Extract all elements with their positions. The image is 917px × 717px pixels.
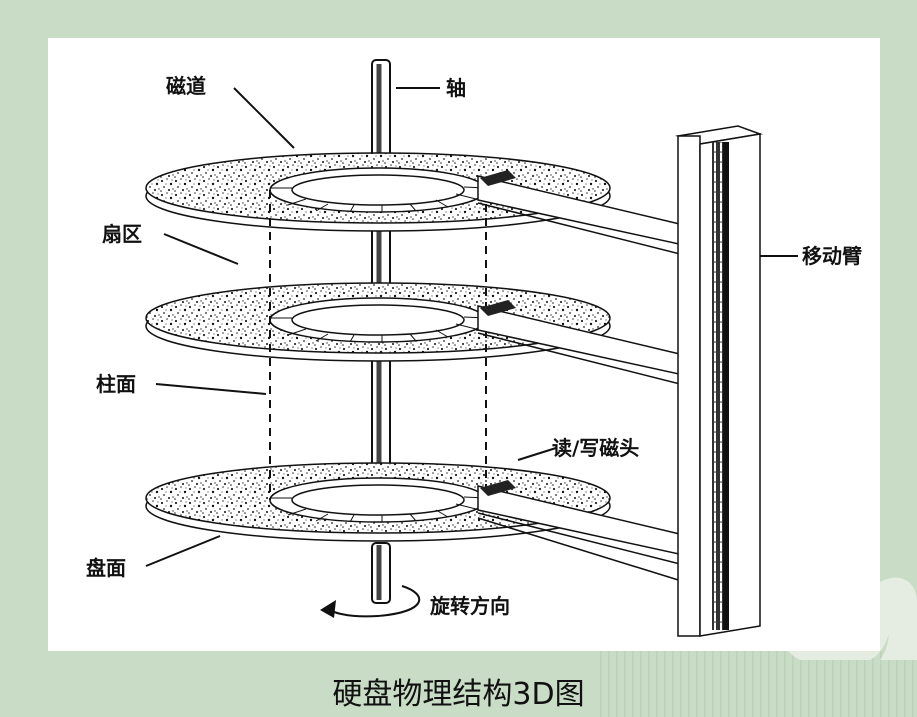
hard-disk-diagram bbox=[145, 59, 798, 637]
sector-marks bbox=[270, 496, 487, 523]
bg-stripes bbox=[600, 651, 917, 717]
head-arms bbox=[477, 175, 689, 584]
label-sector: 扇区 bbox=[102, 222, 142, 246]
head-bottom bbox=[480, 480, 516, 496]
label-platter: 盘面 bbox=[86, 556, 126, 580]
label-head: 读/写磁头 bbox=[552, 436, 640, 460]
caption: 硬盘物理结构3D图 bbox=[332, 677, 585, 712]
head-top bbox=[480, 170, 516, 186]
read-write-heads bbox=[480, 170, 516, 496]
leader-cylinder bbox=[155, 383, 267, 395]
label-track: 磁道 bbox=[166, 74, 206, 98]
head-middle bbox=[480, 300, 516, 316]
leader-head bbox=[517, 447, 557, 461]
label-rotation: 旋转方向 bbox=[430, 594, 510, 618]
rotation-arrow-icon bbox=[320, 585, 421, 618]
actuator-arm bbox=[675, 125, 763, 637]
leader-platter bbox=[145, 535, 221, 567]
leader-sector bbox=[163, 233, 239, 265]
leader-lines bbox=[145, 87, 798, 567]
label-arm: 移动臂 bbox=[802, 244, 862, 268]
label-axis: 轴 bbox=[446, 76, 466, 100]
leader-track bbox=[233, 87, 295, 149]
cylinder-lines bbox=[269, 190, 487, 500]
figure-panel: 磁道 轴 扇区 移动臂 柱面 读/写磁头 盘面 旋转方向 bbox=[48, 38, 880, 651]
label-cylinder: 柱面 bbox=[96, 372, 136, 396]
